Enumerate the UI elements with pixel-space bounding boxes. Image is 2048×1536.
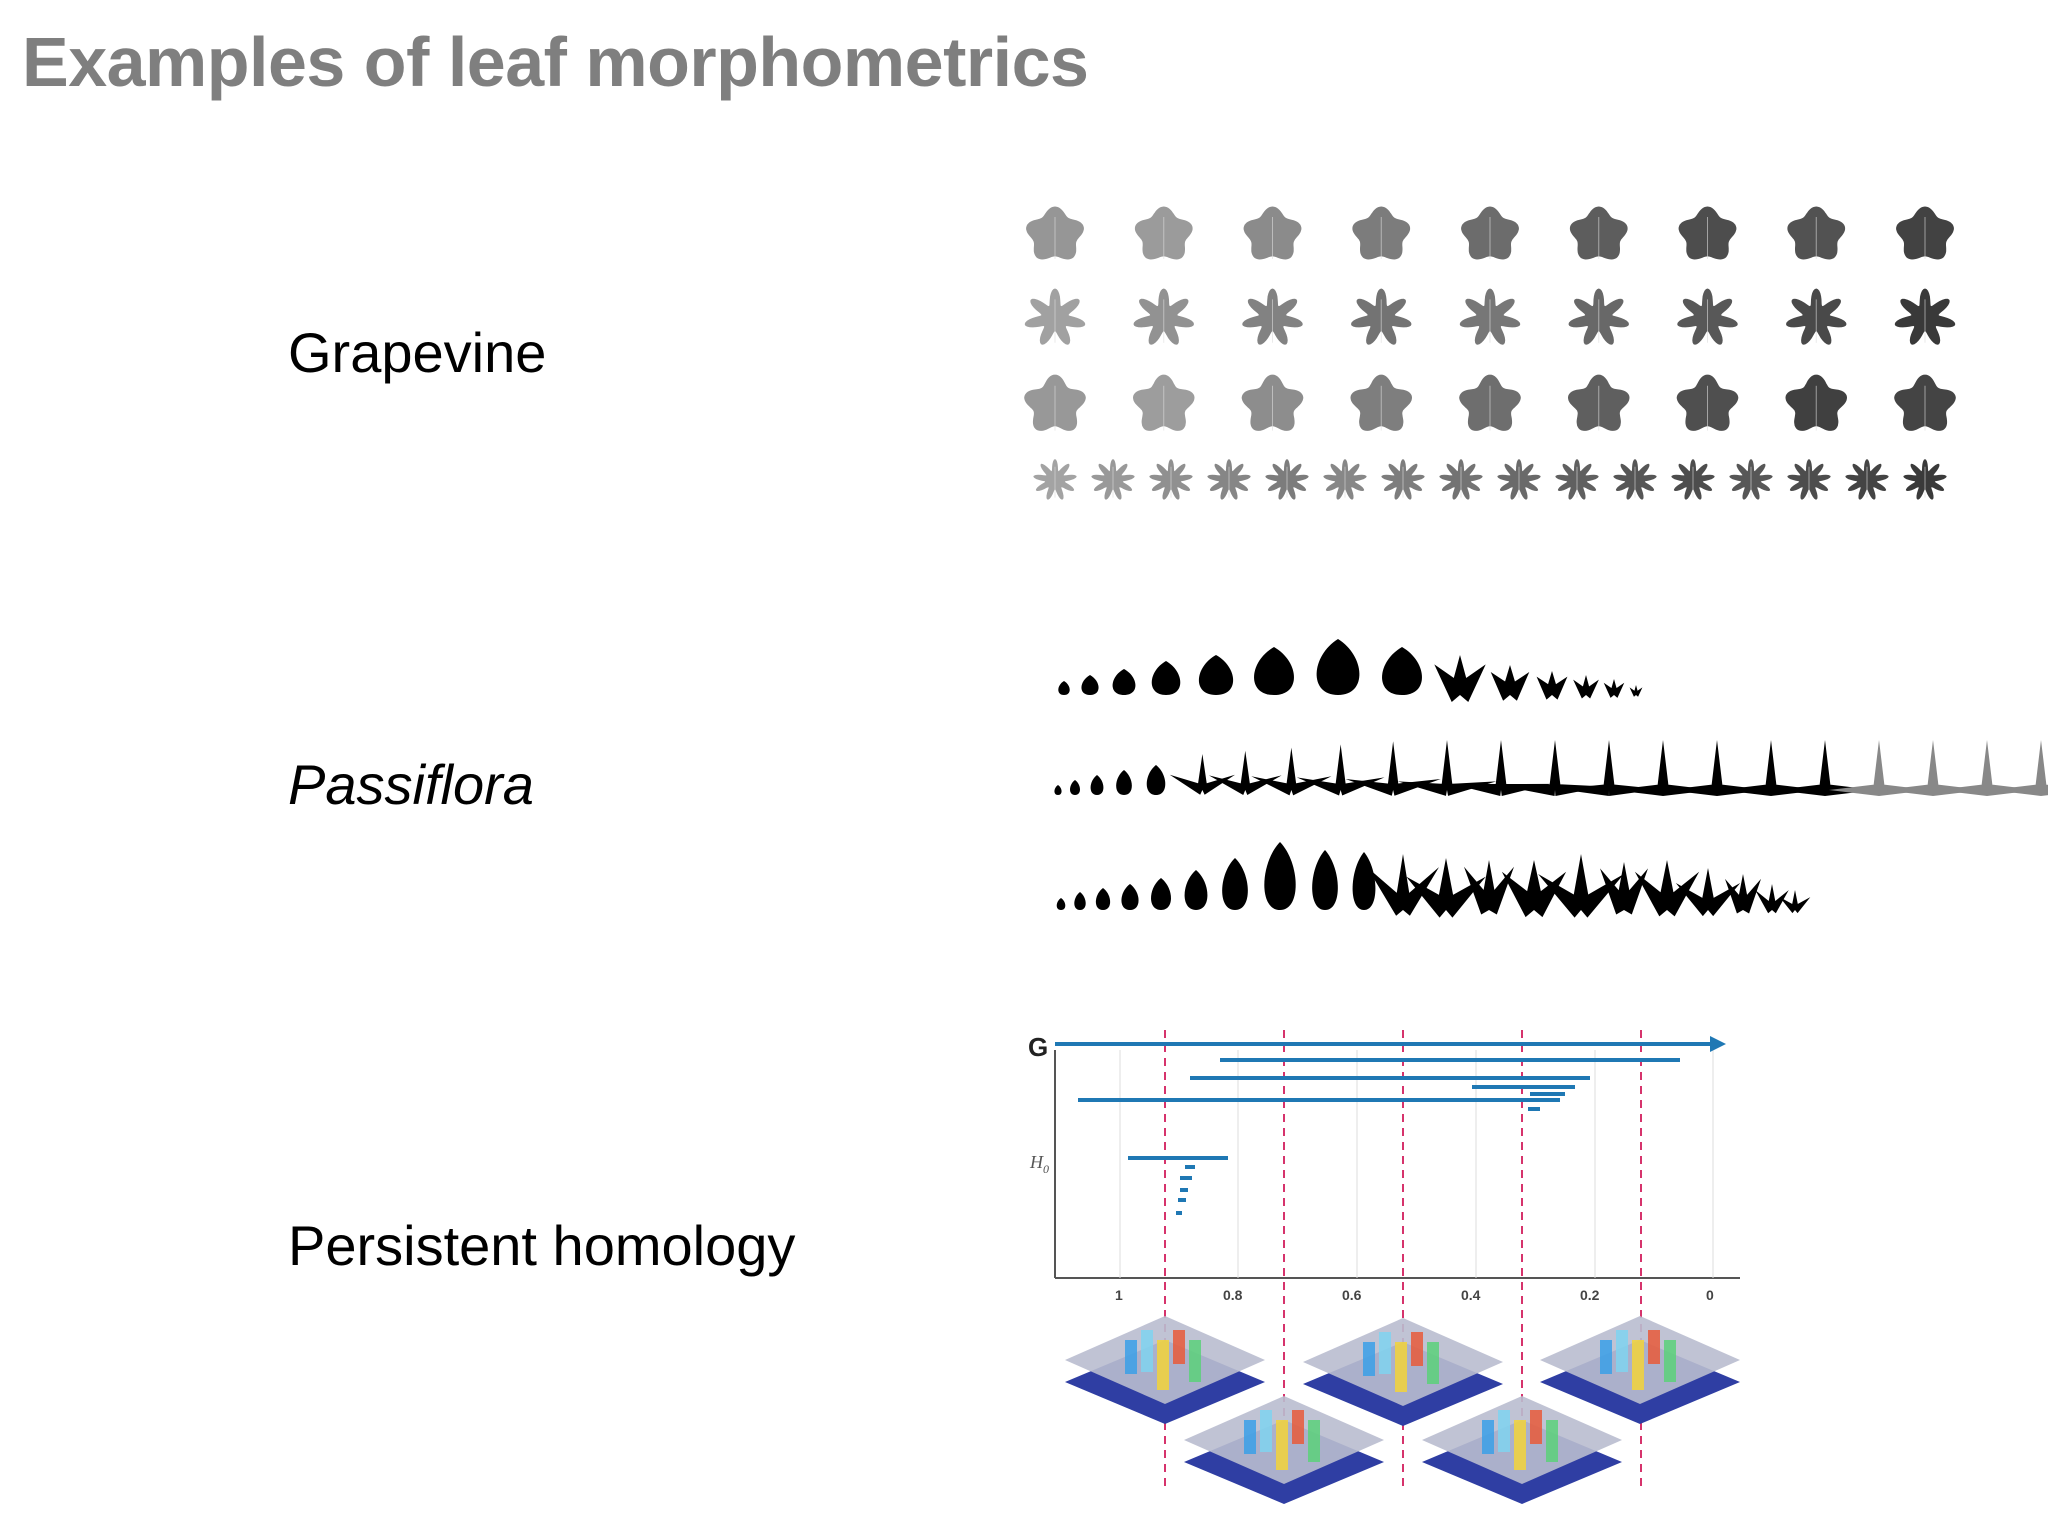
x-tick-label: 0.8: [1223, 1287, 1243, 1303]
passiflora-leaf: [1070, 780, 1080, 795]
passiflora-leaf: [1121, 884, 1139, 910]
passiflora-leaf: [1208, 750, 1282, 796]
passiflora-leaf: [1501, 860, 1567, 918]
passiflora-leaf: [1198, 655, 1234, 695]
label-grapevine: Grapevine: [288, 321, 547, 384]
passiflora-leaf: [1116, 770, 1132, 795]
passiflora-leaf: [1058, 681, 1070, 695]
passiflora-leaf: [1382, 647, 1422, 695]
passiflora-leaf: [1725, 874, 1761, 914]
passiflora-leaf: [1112, 669, 1136, 695]
passiflora-leaf-series: [1054, 639, 2048, 918]
passiflora-leaf: [1883, 740, 1983, 796]
passiflora-leaf: [1634, 860, 1700, 917]
passiflora-leaf: [1264, 842, 1296, 910]
passiflora-leaf: [1345, 741, 1441, 796]
passiflora-leaf: [1603, 679, 1625, 698]
passiflora-leaf: [1406, 858, 1486, 918]
x-tick-label: 0.6: [1342, 1287, 1362, 1303]
passiflora-leaf: [1505, 740, 1605, 796]
surface-tile: [1184, 1396, 1384, 1504]
passiflora-leaf: [1254, 647, 1294, 695]
x-tick-label: 1: [1115, 1287, 1123, 1303]
passiflora-leaf: [1829, 740, 1929, 796]
h0-label: H0: [1029, 1152, 1049, 1176]
passiflora-leaf: [1675, 868, 1741, 917]
passiflora-leaf: [1779, 890, 1811, 914]
grapevine-leaf-grid: [1024, 206, 1956, 500]
persistent-homology-figure: G H0 1 0.8 0.6 0.4 0.2 0: [1028, 1030, 1740, 1504]
surface-tile: [1065, 1316, 1265, 1424]
x-tick-label: 0.2: [1580, 1287, 1600, 1303]
x-tick-label: 0.4: [1461, 1287, 1481, 1303]
passiflora-leaf: [1937, 740, 2037, 796]
passiflora-leaf: [1169, 754, 1236, 795]
passiflora-leaf: [1316, 639, 1360, 695]
label-persistent-homology: Persistent homology: [288, 1214, 796, 1277]
passiflora-leaf: [1536, 671, 1568, 700]
passiflora-leaf: [1081, 675, 1099, 695]
surface-tile: [1540, 1316, 1740, 1424]
passiflora-leaf: [1151, 661, 1181, 695]
passiflora-leaf: [1095, 888, 1111, 910]
passiflora-leaf: [1629, 685, 1643, 697]
passiflora-leaf: [1613, 740, 1713, 796]
passiflora-leaf: [1490, 665, 1530, 701]
tick-labels: 1 0.8 0.6 0.4 0.2 0: [1115, 1287, 1714, 1303]
passiflora-leaf: [1074, 892, 1086, 910]
label-passiflora: Passiflora: [288, 753, 534, 816]
slide-title: Examples of leaf morphometrics: [22, 23, 1089, 101]
passiflora-leaf: [1464, 860, 1514, 915]
passiflora-leaf: [1397, 740, 1497, 796]
passiflora-leaf: [1755, 884, 1789, 914]
passiflora-leaf: [1352, 852, 1376, 910]
passiflora-leaf: [1559, 740, 1659, 796]
passiflora-leaf: [1054, 785, 1062, 795]
passiflora-leaf: [1184, 870, 1208, 910]
passiflora-leaf: [1991, 740, 2048, 796]
surface-tile: [1422, 1396, 1622, 1504]
passiflora-leaf: [1451, 740, 1551, 796]
x-tick-label: 0: [1706, 1287, 1714, 1303]
passiflora-leaf: [1222, 858, 1248, 910]
passiflora-leaf: [1367, 854, 1439, 916]
passiflora-leaf: [1056, 898, 1066, 910]
surface-tile: [1303, 1318, 1503, 1426]
passiflora-leaf: [1146, 765, 1166, 795]
passiflora-leaf: [1721, 740, 1821, 796]
passiflora-leaf: [1573, 675, 1599, 699]
passiflora-leaf: [1538, 854, 1624, 918]
passiflora-leaf: [1600, 862, 1648, 915]
g-label: G: [1028, 1032, 1048, 1062]
passiflora-leaf: [1775, 740, 1875, 796]
passiflora-leaf: [1251, 747, 1332, 796]
passiflora-leaf: [1667, 740, 1767, 796]
passiflora-leaf: [1434, 655, 1486, 702]
passiflora-leaf: [1151, 878, 1171, 910]
passiflora-leaf: [1312, 850, 1338, 910]
passiflora-leaf: [1090, 775, 1104, 795]
